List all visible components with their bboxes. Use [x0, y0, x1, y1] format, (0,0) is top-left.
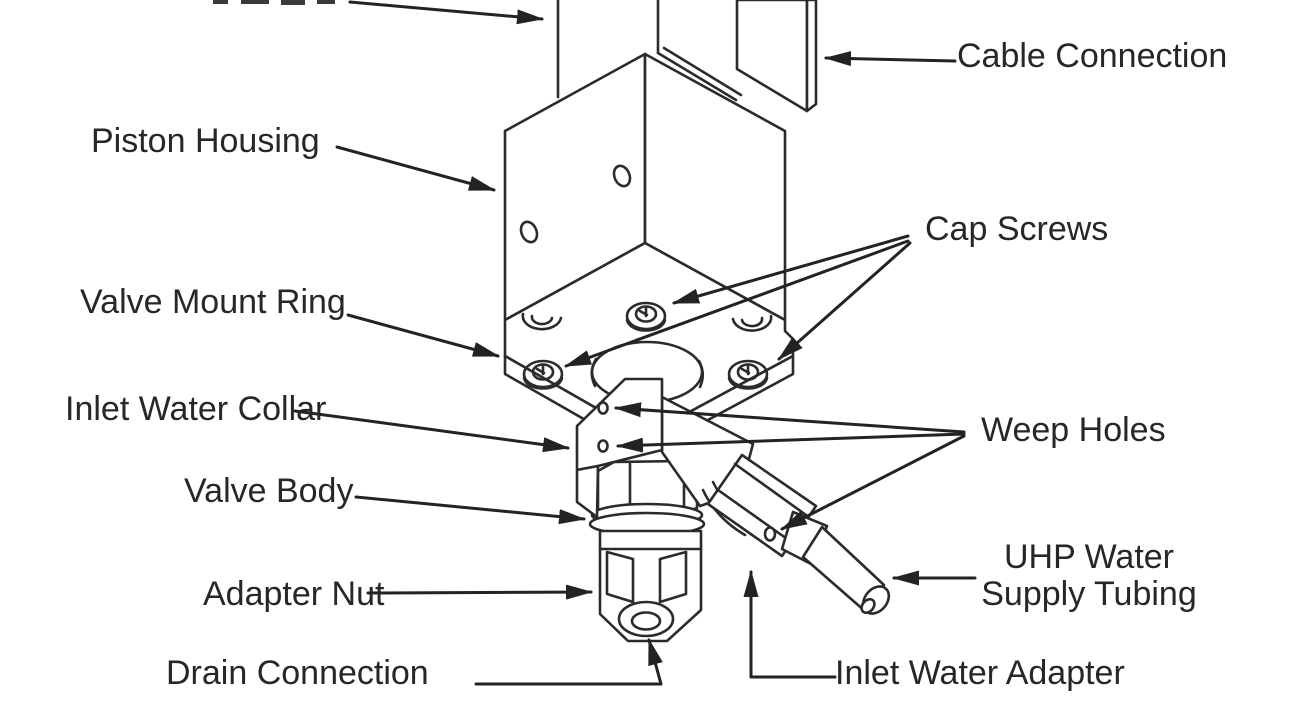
leader-valve-body	[354, 495, 586, 525]
weep-hole	[597, 401, 609, 415]
nut-slot	[658, 550, 688, 604]
leader-adapter-nut	[366, 584, 593, 600]
label-piston-housing: Piston Housing	[91, 122, 320, 160]
drain-connection-hole	[630, 611, 662, 631]
cap-screw	[625, 301, 667, 332]
adapter-nut-part	[598, 529, 703, 643]
label-uhp-line2: Supply Tubing	[981, 575, 1197, 613]
label-uhp-water-supply-tubing: UHP Water Supply Tubing	[973, 539, 1205, 613]
label-weep-holes: Weep Holes	[981, 411, 1166, 449]
label-inlet-water-collar: Inlet Water Collar	[65, 390, 327, 428]
label-uhp-line1: UHP Water	[1003, 538, 1175, 576]
cap-screw-partial	[731, 314, 773, 332]
cable-connection-part	[735, 0, 818, 113]
leader-lines	[293, 0, 977, 686]
weep-hole	[597, 439, 609, 453]
leader-piston-housing	[335, 145, 496, 192]
nut-slot	[605, 550, 635, 604]
housing-hole	[612, 164, 632, 188]
leader-cap-screw-a	[672, 234, 910, 305]
leader-weep-hole-2	[616, 432, 966, 453]
piston-housing-part	[503, 52, 787, 322]
weep-hole	[763, 526, 777, 542]
leader-weep-hole-1	[614, 402, 966, 434]
cap-screw	[522, 359, 564, 390]
uhp-supply-tubing-part	[801, 525, 891, 615]
cap-screw	[727, 359, 769, 390]
leader-inlet-water-collar	[293, 409, 570, 453]
leader-cropped-label	[348, 0, 544, 25]
leader-drain-connection	[474, 638, 663, 686]
cap-screw-partial	[521, 312, 563, 331]
label-cap-screws: Cap Screws	[925, 210, 1109, 248]
label-valve-body: Valve Body	[184, 472, 354, 510]
leader-cap-screw-c	[777, 241, 912, 361]
inlet-water-adapter-part	[701, 453, 891, 615]
label-inlet-water-adapter: Inlet Water Adapter	[835, 654, 1125, 692]
leader-cap-screw-b	[564, 239, 910, 368]
leader-weep-hole-3	[780, 434, 966, 531]
label-cable-connection: Cable Connection	[957, 37, 1228, 75]
housing-hole	[519, 220, 539, 244]
leader-cable-connection	[824, 51, 957, 67]
leader-valve-mount-ring	[346, 313, 500, 358]
cropped-label-remnant	[213, 0, 335, 5]
leader-inlet-water-adapter	[743, 570, 837, 679]
label-valve-mount-ring: Valve Mount Ring	[80, 283, 346, 321]
label-drain-connection: Drain Connection	[166, 654, 429, 692]
actuator-column-part	[556, 0, 743, 102]
label-adapter-nut: Adapter Nut	[203, 575, 385, 613]
